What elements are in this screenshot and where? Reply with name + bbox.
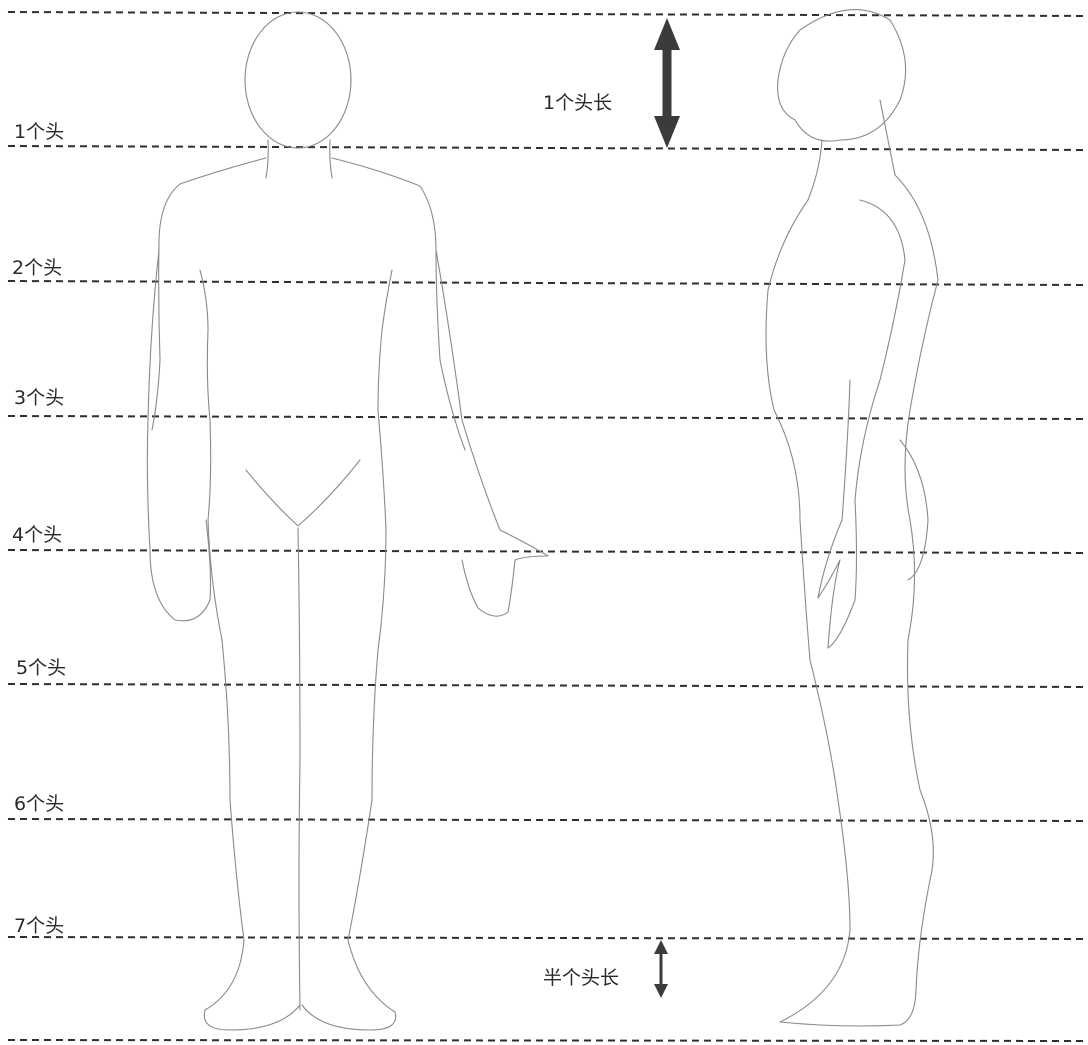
guide-line-7 xyxy=(8,937,1088,939)
row-labels: 1个头 2个头 3个头 4个头 5个头 6个头 7个头 xyxy=(12,121,66,937)
side-arm xyxy=(818,200,905,648)
guide-line-0 xyxy=(8,12,1088,16)
head-length-label: 1个头长 xyxy=(543,92,612,114)
side-back xyxy=(780,100,938,1026)
half-head-length-label: 半个头长 xyxy=(543,967,619,989)
front-torso xyxy=(152,158,465,650)
level-label-3: 3个头 xyxy=(14,387,64,409)
half-head-arrow-top xyxy=(654,940,668,954)
guide-line-2 xyxy=(8,281,1088,285)
half-head-arrow-bottom xyxy=(654,984,668,998)
level-label-5: 5个头 xyxy=(16,657,66,679)
level-label-2: 2个头 xyxy=(12,257,62,279)
level-label-1: 1个头 xyxy=(14,121,64,143)
side-front xyxy=(766,140,850,1022)
front-left-arm xyxy=(147,250,210,621)
front-head xyxy=(245,12,351,148)
level-label-6: 6个头 xyxy=(14,793,64,815)
front-view-figure xyxy=(147,12,548,1030)
level-label-4: 4个头 xyxy=(12,524,62,546)
front-legs xyxy=(204,528,395,1030)
front-neck xyxy=(266,140,332,178)
guide-line-1 xyxy=(8,146,1088,150)
side-view-figure xyxy=(766,10,938,1026)
half-head-arrow xyxy=(654,940,668,998)
guide-line-4 xyxy=(8,550,1088,553)
level-label-7: 7个头 xyxy=(14,915,64,937)
guide-line-3 xyxy=(8,416,1088,419)
head-length-arrow-top xyxy=(654,18,680,50)
guide-lines xyxy=(8,12,1088,1041)
front-pelvis xyxy=(246,460,360,526)
guide-line-5 xyxy=(8,684,1088,687)
head-length-arrow xyxy=(654,18,680,148)
side-head xyxy=(778,10,906,142)
guide-line-8 xyxy=(8,1040,1088,1041)
front-right-arm xyxy=(436,250,548,616)
head-length-arrow-bottom xyxy=(654,116,680,148)
guide-line-6 xyxy=(8,819,1088,821)
